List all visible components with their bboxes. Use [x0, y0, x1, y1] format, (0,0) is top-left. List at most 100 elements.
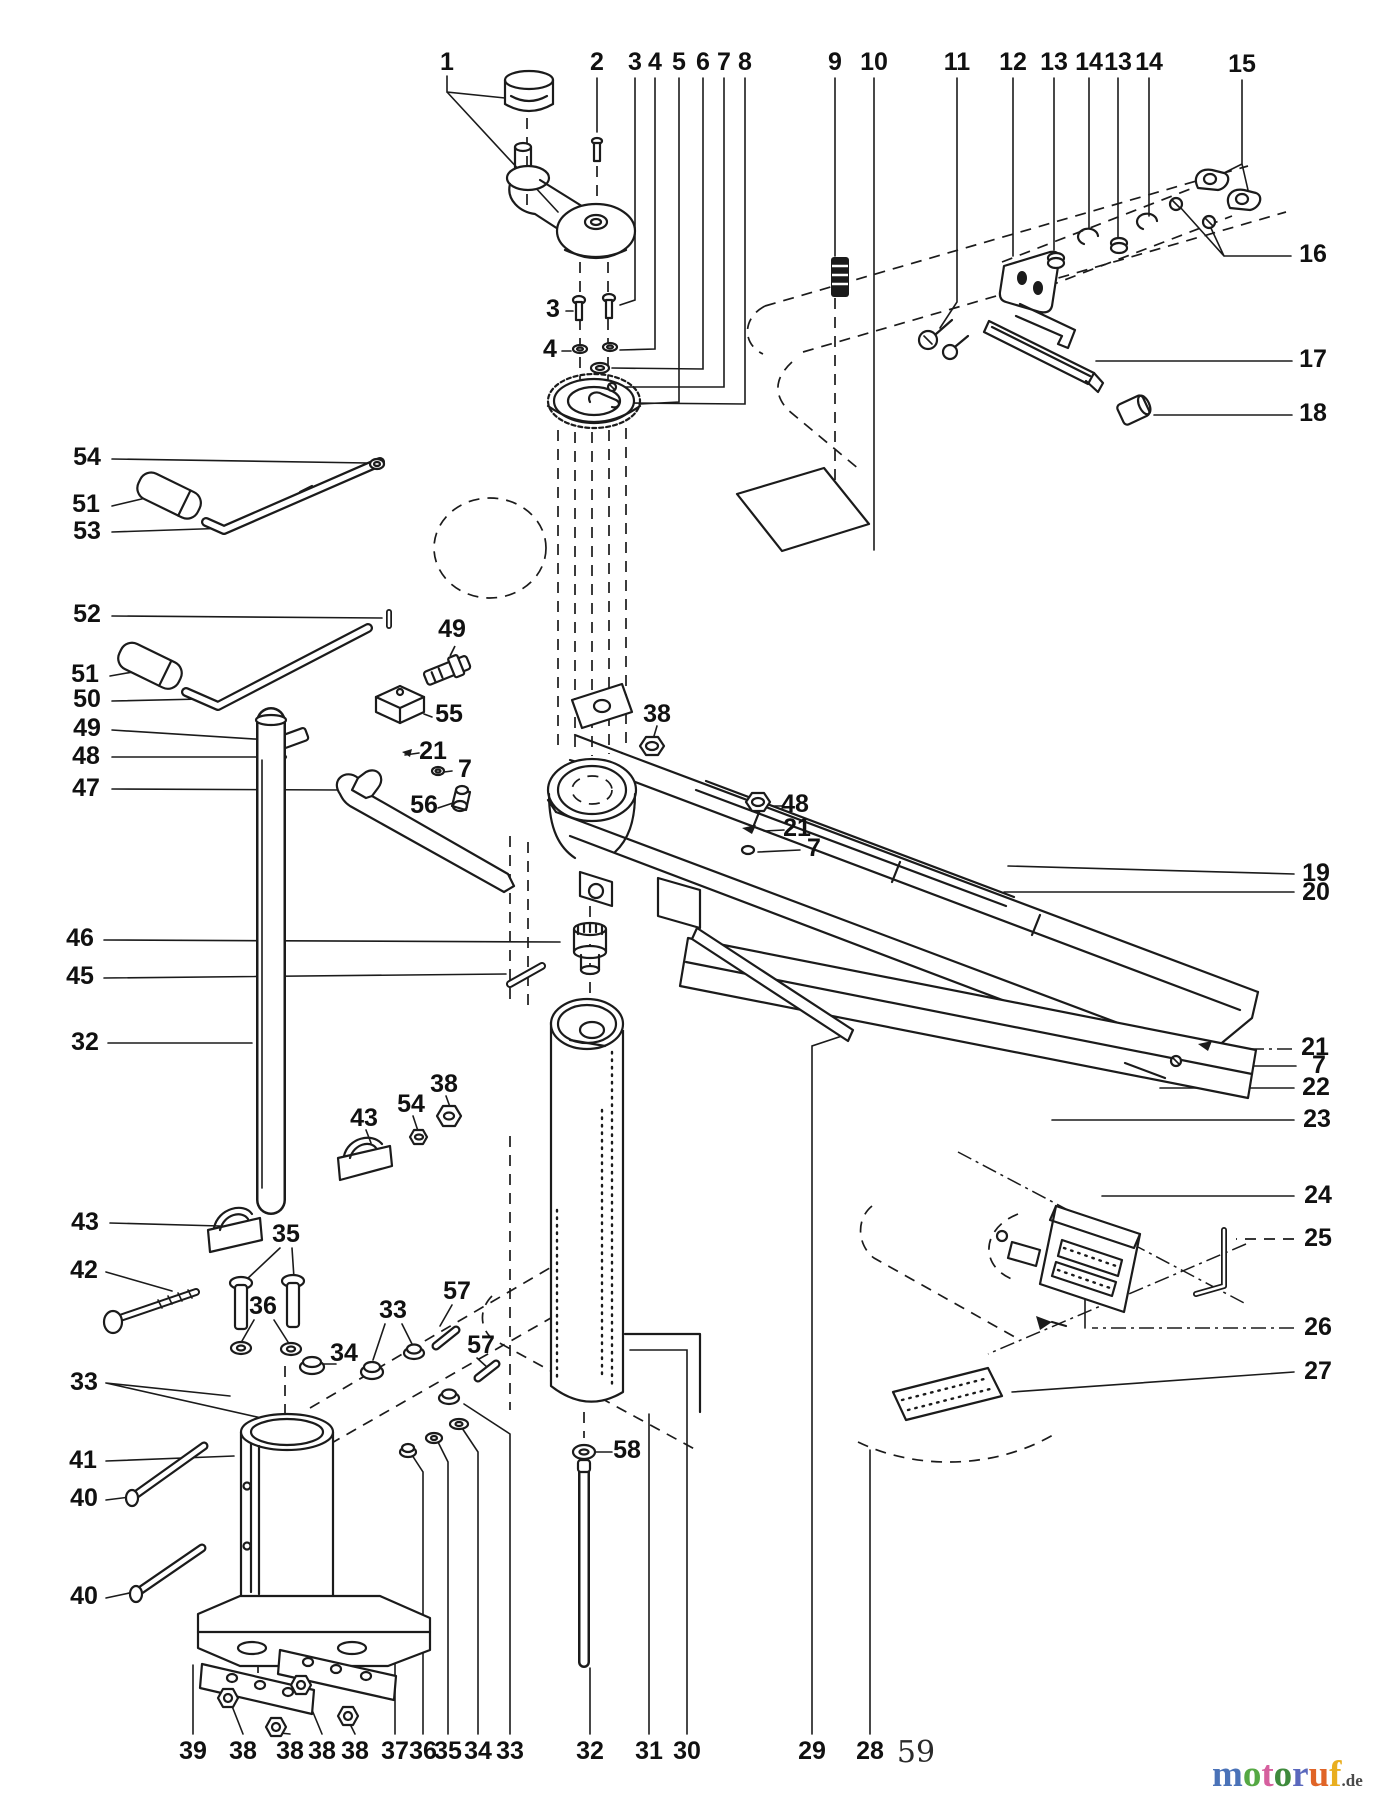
callout-58: 58 — [613, 1436, 641, 1464]
callout-3-inline: 3 — [546, 295, 560, 323]
callout-26: 26 — [1304, 1313, 1332, 1341]
callout-38b: 38 — [276, 1737, 304, 1765]
callout-46: 46 — [66, 924, 94, 952]
callout-4-inline: 4 — [543, 335, 557, 363]
callout-49l: 49 — [73, 714, 101, 742]
nuts-33-mid — [359, 1343, 426, 1381]
callout-25: 25 — [1304, 1224, 1332, 1252]
bolts-35 — [228, 1273, 306, 1331]
nut-34 — [298, 1355, 326, 1376]
callout-17: 17 — [1299, 345, 1327, 373]
callout-11: 11 — [944, 48, 971, 76]
callout-13b: 13 — [1104, 48, 1132, 76]
arm-head-ring — [546, 682, 638, 908]
callout-42: 42 — [70, 1256, 98, 1284]
nut-48-arm-pivot — [740, 791, 772, 856]
washers-36 — [229, 1340, 303, 1357]
base-plate — [196, 1594, 432, 1668]
callout-13: 13 — [1040, 48, 1068, 76]
clamp-43-right — [336, 1136, 394, 1182]
arm-cover-23 — [678, 936, 1258, 1100]
fastener-chain-13-14 — [1046, 212, 1159, 270]
callout-1: 1 — [440, 48, 454, 76]
column-tube-30-31 — [549, 997, 702, 1414]
thin-strip-29 — [690, 926, 855, 1043]
callout-24: 24 — [1304, 1181, 1332, 1209]
end-cap-24 — [995, 1204, 1142, 1314]
callout-45: 45 — [66, 962, 94, 990]
column-rod-32 — [254, 707, 288, 1215]
callout-52: 52 — [73, 600, 101, 628]
leader-lines — [103, 75, 1297, 1735]
open-end-wrench-47 — [335, 769, 516, 894]
logo-letter: o — [1274, 1754, 1293, 1795]
callout-29: 29 — [798, 1737, 826, 1765]
callout-50: 50 — [73, 685, 101, 713]
callout-57a: 57 — [443, 1277, 471, 1305]
callout-38d: 38 — [341, 1737, 369, 1765]
nut-54-mid — [408, 1128, 429, 1146]
screws-3-washers-4 — [571, 292, 619, 355]
construction-lines — [257, 118, 1287, 1698]
clamp-block-55 — [374, 684, 426, 725]
ring-nut-5 — [546, 372, 642, 430]
callout-3: 3 — [628, 48, 642, 76]
callout-31: 31 — [635, 1737, 663, 1765]
callout-18: 18 — [1299, 399, 1327, 427]
logo-letter: t — [1261, 1754, 1274, 1795]
logo-suffix: .de — [1342, 1771, 1364, 1790]
callout-43-mid: 43 — [350, 1104, 378, 1132]
callout-47: 47 — [72, 774, 100, 802]
slide-rail-17 — [982, 319, 1105, 394]
logo-letter: o — [1243, 1754, 1262, 1795]
logo-letter: m — [1212, 1754, 1243, 1795]
callout-48l: 48 — [72, 742, 100, 770]
callout-16: 16 — [1299, 240, 1327, 268]
callout-43l: 43 — [71, 1208, 99, 1236]
callout-33l: 33 — [70, 1368, 98, 1396]
callout-21-inline: 21 — [419, 737, 447, 765]
fasteners-base-right — [398, 1388, 470, 1459]
wrench-tool-upper — [136, 457, 386, 535]
callout-54-mid: 54 — [397, 1090, 425, 1118]
watermark-logo: motoruf.de — [1212, 1754, 1363, 1795]
clamp-43-left — [206, 1206, 264, 1254]
callout-38c: 38 — [308, 1737, 336, 1765]
callout-15: 15 — [1228, 50, 1256, 78]
callout-37: 37 — [381, 1737, 409, 1765]
callout-33-mid: 33 — [379, 1296, 407, 1324]
callout-35b: 35 — [434, 1737, 462, 1765]
nuts-38-bottom — [216, 1674, 360, 1738]
callout-51b: 51 — [71, 660, 99, 688]
pins-57 — [431, 1325, 501, 1383]
small-parts-6-7-8 — [588, 361, 621, 409]
nut-38-arm-head — [638, 735, 666, 757]
crank-handle-assembly — [503, 69, 637, 260]
callout-23: 23 — [1303, 1105, 1331, 1133]
lower-rod-32 — [576, 1458, 592, 1668]
logo-letter: u — [1309, 1754, 1330, 1795]
callout-33b: 33 — [496, 1737, 524, 1765]
callout-9: 9 — [828, 48, 842, 76]
callout-21-pivot: 21 — [783, 814, 811, 842]
screw-21-washer-7-left — [402, 749, 446, 777]
callout-38a: 38 — [229, 1737, 257, 1765]
callout-8: 8 — [738, 48, 752, 76]
callout-36-mid: 36 — [249, 1292, 277, 1320]
logo-letter: r — [1292, 1754, 1308, 1795]
callout-55: 55 — [435, 700, 463, 728]
callout-14b: 14 — [1135, 48, 1163, 76]
callout-54: 54 — [73, 443, 101, 471]
nut-38-mid — [435, 1104, 463, 1128]
page-number: 59 — [897, 1735, 935, 1770]
callout-6: 6 — [696, 48, 710, 76]
callout-51a: 51 — [72, 490, 100, 518]
bushing-18 — [1116, 394, 1152, 426]
callout-36b: 36 — [409, 1737, 437, 1765]
cover-plate-small — [656, 876, 702, 930]
screws-16 — [1168, 196, 1217, 230]
callout-40b: 40 — [70, 1582, 98, 1610]
elevation-pinion-46 — [572, 921, 608, 976]
mounting-bar-39 — [198, 1662, 316, 1716]
